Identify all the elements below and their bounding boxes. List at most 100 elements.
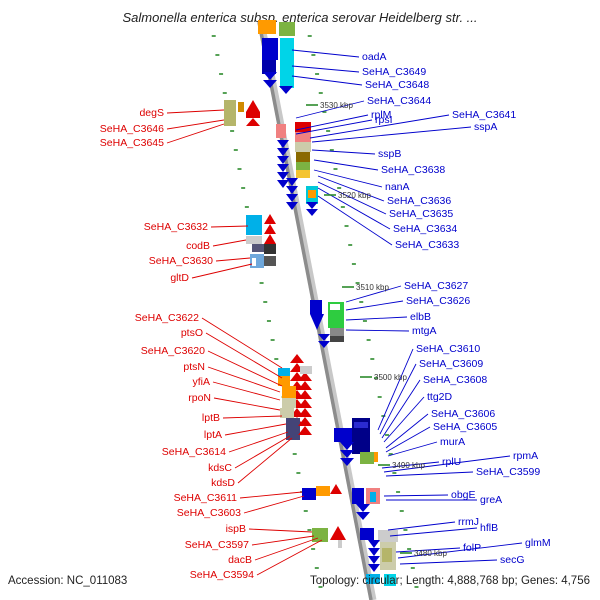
gene-block[interactable] [360, 452, 374, 464]
gene-block[interactable] [366, 574, 380, 584]
gene-arrow[interactable] [246, 118, 260, 126]
gene-arrow[interactable] [298, 390, 312, 399]
gene-arrow[interactable] [330, 484, 342, 494]
gene-block[interactable] [252, 258, 256, 266]
gene-label[interactable]: gltD [170, 272, 189, 284]
gene-label[interactable]: obgE [451, 489, 476, 501]
gene-label[interactable]: sspB [378, 148, 401, 160]
gene-arrow[interactable] [356, 504, 370, 512]
gene-block[interactable] [302, 488, 316, 500]
gene-arrow[interactable] [277, 180, 289, 188]
gene-label[interactable]: SeHA_C3622 [135, 312, 199, 324]
gene-arrow[interactable] [246, 100, 260, 112]
gene-label[interactable]: ptsO [181, 327, 203, 339]
gene-block[interactable] [296, 152, 310, 162]
gene-label[interactable]: rplM [371, 109, 391, 121]
gene-arrow[interactable] [277, 148, 289, 156]
gene-label[interactable]: SeHA_C3597 [185, 539, 249, 551]
gene-block[interactable] [276, 124, 286, 138]
gene-block[interactable] [278, 376, 290, 386]
gene-label[interactable]: dacB [228, 554, 252, 566]
gene-arrow[interactable] [263, 72, 277, 80]
gene-arrow[interactable] [279, 86, 293, 94]
gene-label[interactable]: SeHA_C3627 [404, 280, 468, 292]
gene-block[interactable] [286, 418, 300, 428]
gene-labels[interactable]: degSSeHA_C3646SeHA_C3645SeHA_C3632codBSe… [100, 51, 551, 581]
gene-block[interactable] [224, 100, 236, 126]
gene-label[interactable]: yfiA [192, 376, 210, 388]
gene-block[interactable] [246, 236, 262, 244]
gene-arrow[interactable] [263, 80, 277, 88]
gene-block[interactable] [246, 215, 262, 235]
gene-label[interactable]: ttg2D [427, 391, 453, 403]
gene-block[interactable] [316, 486, 330, 496]
gene-label[interactable]: murA [440, 436, 465, 448]
gene-label[interactable]: SeHA_C3638 [381, 164, 445, 176]
gene-arrow[interactable] [368, 564, 380, 572]
gene-label[interactable]: SeHA_C3632 [144, 221, 208, 233]
gene-label[interactable]: SeHA_C3633 [395, 239, 459, 251]
gene-block[interactable] [296, 170, 310, 178]
gene-block[interactable] [258, 20, 276, 34]
gene-block[interactable] [282, 386, 296, 398]
gene-block[interactable] [280, 38, 294, 88]
gene-block[interactable] [338, 540, 342, 548]
gene-arrow[interactable] [306, 209, 318, 216]
gene-arrow[interactable] [286, 178, 298, 186]
gene-label[interactable]: folP [463, 542, 481, 554]
gene-block[interactable] [308, 190, 316, 198]
gene-arrow[interactable] [264, 224, 276, 234]
gene-label[interactable]: SeHA_C3626 [406, 295, 470, 307]
gene-label[interactable]: SeHA_C3605 [433, 421, 497, 433]
gene-label[interactable]: SeHA_C3599 [476, 466, 540, 478]
gene-block[interactable] [384, 574, 396, 586]
gene-label[interactable]: rpsI [375, 114, 393, 126]
gene-block[interactable] [282, 398, 296, 408]
gene-block[interactable] [374, 452, 378, 462]
gene-block[interactable] [312, 528, 328, 542]
gene-arrow[interactable] [318, 334, 330, 341]
gene-block[interactable] [264, 244, 276, 254]
gene-label[interactable]: rplU [442, 456, 461, 468]
gene-block[interactable] [280, 408, 294, 418]
gene-arrow[interactable] [368, 540, 380, 548]
gene-label[interactable]: SeHA_C3610 [416, 343, 480, 355]
gene-block[interactable] [238, 102, 244, 112]
gene-label[interactable]: secG [500, 554, 525, 566]
gene-label[interactable]: rpmA [513, 450, 538, 462]
gene-label[interactable]: SeHA_C3620 [141, 345, 205, 357]
gene-arrow[interactable] [298, 417, 312, 426]
gene-block[interactable] [310, 300, 322, 314]
gene-arrow[interactable] [277, 156, 289, 164]
gene-label[interactable]: SeHA_C3606 [431, 408, 495, 420]
gene-arrow[interactable] [298, 372, 312, 381]
gene-arrow[interactable] [310, 314, 324, 330]
gene-arrow[interactable] [340, 458, 354, 466]
gene-arrow[interactable] [277, 140, 289, 148]
gene-label[interactable]: degS [139, 107, 164, 119]
gene-label[interactable]: elbB [410, 311, 431, 323]
gene-arrow[interactable] [277, 172, 289, 180]
gene-label[interactable]: SeHA_C3630 [149, 255, 213, 267]
gene-arrow[interactable] [298, 408, 312, 417]
gene-block[interactable] [252, 244, 264, 252]
gene-label[interactable]: SeHA_C3649 [362, 66, 426, 78]
gene-arrow[interactable] [298, 426, 312, 435]
gene-block[interactable] [279, 22, 295, 36]
gene-block[interactable] [370, 492, 376, 502]
gene-label[interactable]: SeHA_C3641 [452, 109, 516, 121]
gene-label[interactable]: lptB [202, 412, 220, 424]
gene-arrow[interactable] [286, 202, 298, 210]
gene-arrow[interactable] [340, 442, 354, 450]
gene-block[interactable] [382, 548, 392, 562]
gene-label[interactable]: SeHA_C3614 [162, 446, 226, 458]
gene-label[interactable]: lptA [204, 429, 222, 441]
gene-arrow[interactable] [368, 556, 380, 564]
gene-block[interactable] [360, 528, 374, 540]
gene-arrow[interactable] [264, 214, 276, 224]
gene-label[interactable]: hflB [480, 522, 498, 534]
gene-arrow[interactable] [264, 234, 276, 244]
gene-label[interactable]: glmM [525, 537, 551, 549]
gene-label[interactable]: greA [480, 494, 502, 506]
